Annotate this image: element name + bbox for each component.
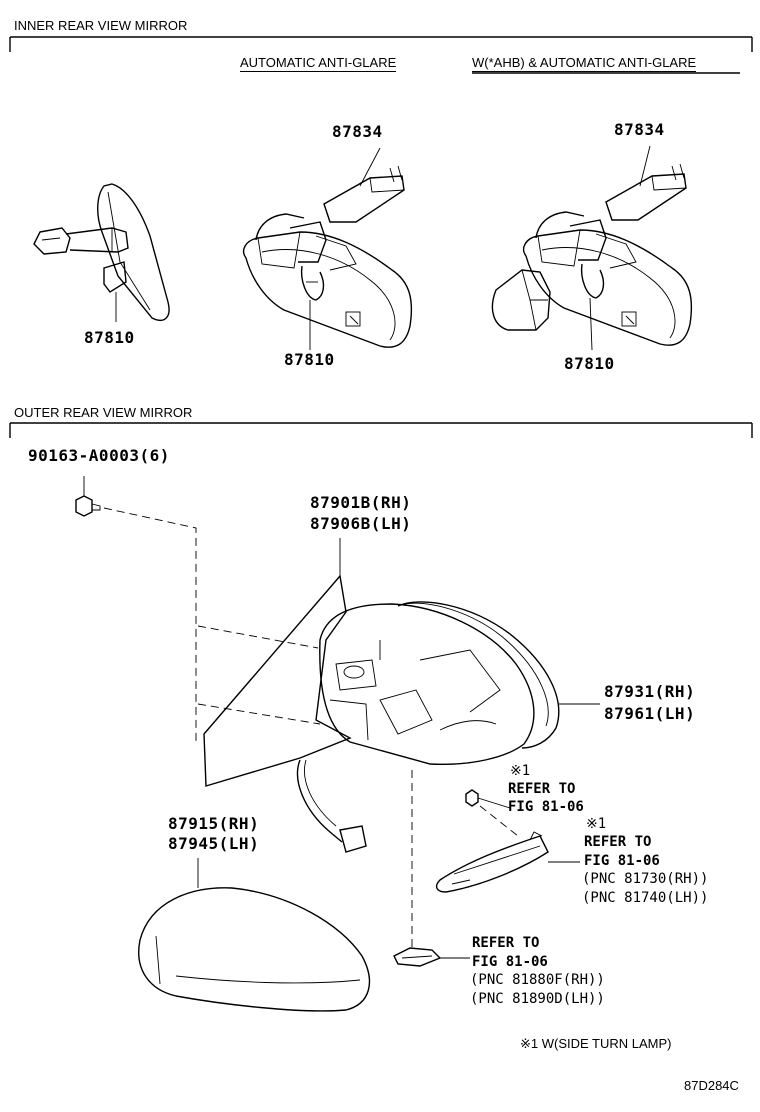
ref3-pnc-rh: (PNC 81880F(RH)) [470, 972, 605, 988]
footnote: ※1 W(SIDE TURN LAMP) [520, 1036, 672, 1051]
turn-lamp-drawing [435, 789, 580, 893]
section-bracket-outer [9, 422, 753, 438]
ref2-mark: ※1 [586, 816, 607, 832]
ref1-figure-link[interactable]: FIG 81-06 [508, 799, 584, 815]
ref2-line1: REFER TO [584, 834, 652, 850]
subhead-automatic-anti-glare: AUTOMATIC ANTI-GLARE [240, 55, 397, 72]
inner-mirror-basic-drawing [33, 183, 170, 322]
ref2-pnc-rh: (PNC 81730(RH)) [582, 871, 709, 887]
inner-mirror-ahb-drawing [491, 145, 693, 351]
part-number-87901b: 87901B(RH) [310, 493, 412, 512]
part-number-87906b: 87906B(LH) [310, 514, 412, 533]
ref2-figure-link[interactable]: FIG 81-06 [584, 853, 660, 869]
part-number-87931: 87931(RH) [604, 682, 696, 701]
part-number-87915: 87915(RH) [168, 814, 260, 833]
bolt-drawing [75, 476, 197, 742]
section-title-inner: INNER REAR VIEW MIRROR [14, 18, 188, 33]
bottom-lamp-drawing [393, 947, 470, 967]
outer-mirror-assembly-drawing [197, 538, 600, 853]
section-bracket-inner [9, 36, 753, 52]
inner-mirror-auto-drawing [242, 147, 413, 350]
ref2-pnc-lh: (PNC 81740(LH)) [582, 890, 709, 906]
subhead-ahb-anti-glare: W(*AHB) & AUTOMATIC ANTI-GLARE [472, 55, 697, 72]
part-number-87810-ahb: 87810 [564, 354, 615, 373]
ref1-mark: ※1 [510, 763, 531, 779]
mirror-cover-drawing [138, 858, 371, 1012]
part-number-87834-auto: 87834 [332, 122, 383, 141]
part-number-87834-ahb: 87834 [614, 120, 665, 139]
ref3-pnc-lh: (PNC 81890D(LH)) [470, 991, 605, 1007]
part-number-87810-basic: 87810 [84, 328, 135, 347]
ref3-line1: REFER TO [472, 935, 540, 951]
ref1-line1: REFER TO [508, 781, 576, 797]
figure-code: 87D284C [684, 1078, 739, 1093]
part-number-bolt: 90163-A0003(6) [28, 446, 170, 465]
section-title-outer: OUTER REAR VIEW MIRROR [14, 405, 193, 420]
ref3-figure-link[interactable]: FIG 81-06 [472, 954, 548, 970]
part-number-87961: 87961(LH) [604, 704, 696, 723]
part-number-87810-auto: 87810 [284, 350, 335, 369]
part-number-87945: 87945(LH) [168, 834, 260, 853]
